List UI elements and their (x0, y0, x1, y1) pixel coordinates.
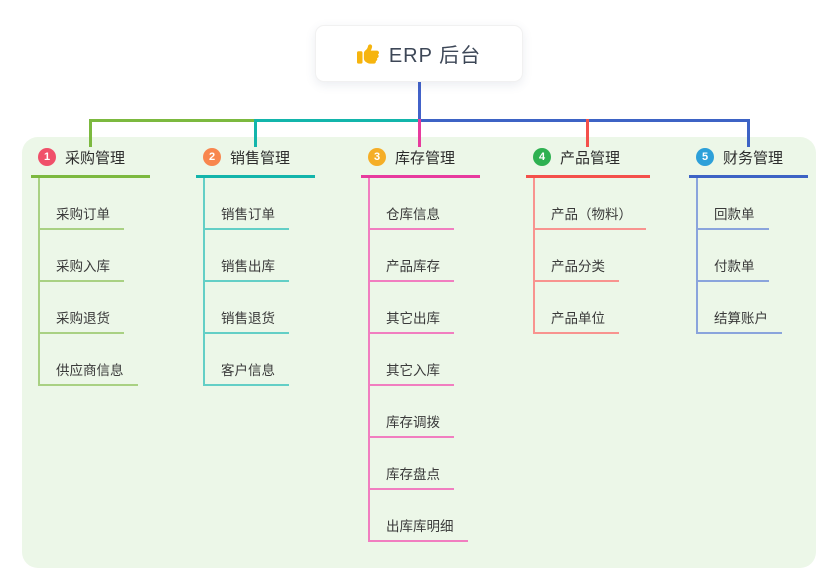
branch-inventory: 3 库存管理 仓库信息 产品库存 其它出库 其它入库 库存调拨 库存盘点 出库库… (361, 146, 480, 542)
branch-purchase: 1 采购管理 采购订单 采购入库 采购退货 供应商信息 (31, 146, 150, 386)
branch-connector-horizontal-sales (254, 119, 421, 122)
branch-connector-drop-product (586, 119, 589, 147)
branch-label: 财务管理 (723, 149, 784, 167)
child-node[interactable]: 采购退货 (40, 282, 124, 334)
branch-children-product: 产品（物料） 产品分类 产品单位 (533, 178, 646, 334)
branch-finance: 5 财务管理 回款单 付款单 结算账户 (689, 146, 808, 334)
branch-connector-drop-sales (254, 119, 257, 147)
branch-header-purchase[interactable]: 1 采购管理 (31, 146, 150, 178)
child-node[interactable]: 其它入库 (370, 334, 454, 386)
branch-label: 库存管理 (395, 149, 456, 167)
branch-label: 销售管理 (230, 149, 291, 167)
child-node[interactable]: 库存调拨 (370, 386, 454, 438)
branches-panel (22, 137, 816, 568)
branch-sales: 2 销售管理 销售订单 销售出库 销售退货 客户信息 (196, 146, 315, 386)
child-node[interactable]: 产品分类 (535, 230, 619, 282)
child-node[interactable]: 产品（物料） (535, 178, 646, 230)
root-node[interactable]: ERP 后台 (315, 25, 523, 82)
branch-label: 采购管理 (65, 149, 126, 167)
child-node[interactable]: 采购入库 (40, 230, 124, 282)
branch-number-badge: 1 (38, 148, 56, 166)
child-node[interactable]: 库存盘点 (370, 438, 454, 490)
branch-label: 产品管理 (560, 149, 621, 167)
child-node[interactable]: 客户信息 (205, 334, 289, 386)
child-node[interactable]: 供应商信息 (40, 334, 138, 386)
child-node[interactable]: 出库库明细 (370, 490, 468, 542)
branch-children-finance: 回款单 付款单 结算账户 (696, 178, 782, 334)
child-node[interactable]: 回款单 (698, 178, 769, 230)
branch-number-badge: 4 (533, 148, 551, 166)
branch-number-badge: 3 (368, 148, 386, 166)
child-node[interactable]: 采购订单 (40, 178, 124, 230)
branch-connector-horizontal-purchase (89, 119, 257, 122)
branch-connector-drop-inventory (418, 119, 421, 147)
branch-children-inventory: 仓库信息 产品库存 其它出库 其它入库 库存调拨 库存盘点 出库库明细 (368, 178, 468, 542)
branch-header-product[interactable]: 4 产品管理 (526, 146, 650, 178)
thumbs-up-icon (356, 43, 379, 64)
child-node[interactable]: 其它出库 (370, 282, 454, 334)
branch-connector-drop-finance (747, 119, 750, 147)
branch-product: 4 产品管理 产品（物料） 产品分类 产品单位 (526, 146, 650, 334)
child-node[interactable]: 仓库信息 (370, 178, 454, 230)
branch-header-sales[interactable]: 2 销售管理 (196, 146, 315, 178)
root-stem-connector (418, 82, 421, 120)
child-node[interactable]: 销售出库 (205, 230, 289, 282)
child-node[interactable]: 销售订单 (205, 178, 289, 230)
root-node-label: ERP 后台 (388, 45, 482, 67)
branch-header-finance[interactable]: 5 财务管理 (689, 146, 808, 178)
child-node[interactable]: 产品单位 (535, 282, 619, 334)
branch-number-badge: 2 (203, 148, 221, 166)
branch-number-badge: 5 (696, 148, 714, 166)
branch-connector-drop-purchase (89, 119, 92, 147)
child-node[interactable]: 产品库存 (370, 230, 454, 282)
child-node[interactable]: 结算账户 (698, 282, 782, 334)
child-node[interactable]: 付款单 (698, 230, 769, 282)
branch-children-purchase: 采购订单 采购入库 采购退货 供应商信息 (38, 178, 138, 386)
branch-connector-horizontal-finance (418, 119, 750, 122)
child-node[interactable]: 销售退货 (205, 282, 289, 334)
branch-header-inventory[interactable]: 3 库存管理 (361, 146, 480, 178)
branch-children-sales: 销售订单 销售出库 销售退货 客户信息 (203, 178, 289, 386)
